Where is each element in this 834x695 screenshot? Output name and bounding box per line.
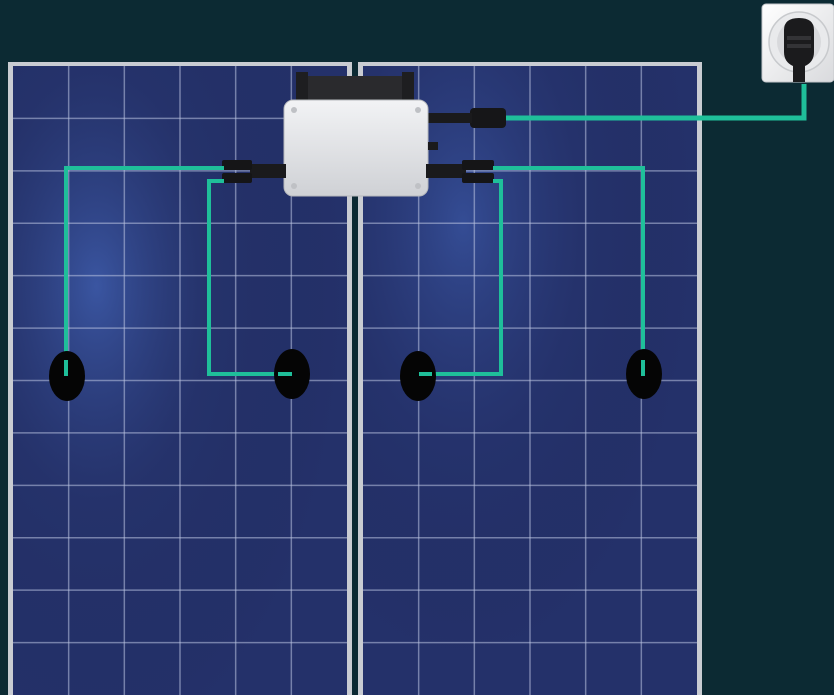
dc-cable-stub [426,164,466,178]
dc-cable-right-inner [419,179,503,376]
mc4-connector [462,173,494,183]
inverter-housing [283,99,429,197]
inverter-bracket-tab [402,72,414,102]
dc-cable-left-outer [64,166,224,374]
inverter-port [428,142,438,150]
ac-connector [470,108,506,128]
mc4-connector [222,173,252,183]
ac-cable-stub [426,113,472,123]
inverter-screw [291,107,297,113]
inverter-screw [415,183,421,189]
ac-cable [426,84,807,128]
inverter-screw [291,183,297,189]
schuko-plug [784,18,814,82]
inverter-bracket-tab [296,72,308,102]
dc-cable-stub [250,164,286,178]
plug-grip [787,44,811,48]
dc-cable-left-inner [207,179,291,376]
plug-grip [787,36,811,40]
mc4-connector-right [426,160,494,183]
dc-cable [64,166,645,376]
mc4-connector [462,160,494,170]
mc4-connector-left [222,160,286,183]
micro-inverter [283,72,438,197]
inverter-bracket [300,76,412,104]
dc-cable-ends [64,360,645,376]
inverter-screw [415,107,421,113]
plug-body [784,18,814,82]
junction-box [400,351,436,401]
dc-cable-right-outer [493,166,645,374]
mc4-connector [222,160,252,170]
ac-cable-line [505,84,807,121]
